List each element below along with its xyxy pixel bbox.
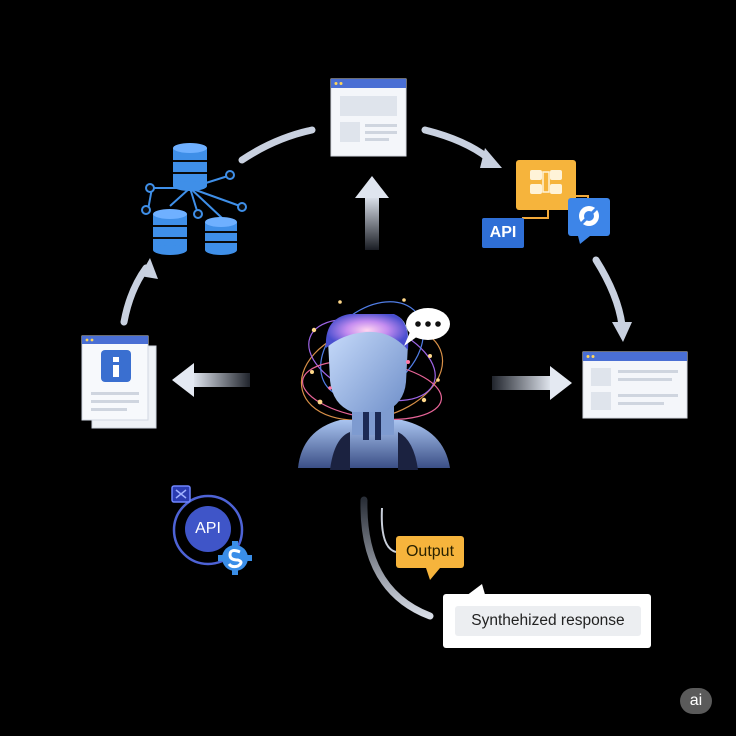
output-path-inner [380, 507, 397, 553]
info-document-icon [81, 335, 157, 429]
left-arrow [172, 363, 250, 397]
database-top [173, 143, 207, 191]
watermark-label: ai [689, 692, 703, 709]
database-right [205, 217, 237, 255]
arc-top-to-api [421, 126, 492, 162]
browser-window-icon [330, 78, 407, 157]
arrowhead-to-api [480, 148, 502, 168]
arrowhead-to-database [140, 258, 158, 279]
gear-icon [218, 541, 252, 575]
response-label: Synthehized response [471, 612, 625, 629]
arc-db-to-top [238, 126, 316, 164]
ai-head-icon [298, 298, 450, 470]
arc-arrowheads [140, 148, 632, 342]
up-arrow [355, 176, 389, 250]
server-rack-icon [530, 170, 562, 194]
speech-bubble-icon [404, 308, 450, 346]
arrowhead-to-right-window [612, 322, 632, 342]
api-badge-label: API [489, 224, 517, 241]
browser-window-right-icon [582, 351, 688, 419]
watermark-badge [680, 688, 712, 714]
api-settings-icon [171, 485, 252, 575]
api-module-icon [482, 160, 610, 248]
response-box [443, 584, 651, 648]
output-callout [396, 536, 464, 580]
output-label: Output [405, 543, 455, 560]
refresh-icon [579, 206, 599, 226]
arc-api-to-right [592, 256, 626, 329]
database-network-icon [141, 143, 247, 255]
api-circle-label: API [195, 520, 221, 537]
output-path [360, 496, 434, 620]
database-left [153, 209, 187, 255]
right-arrow [492, 366, 572, 400]
